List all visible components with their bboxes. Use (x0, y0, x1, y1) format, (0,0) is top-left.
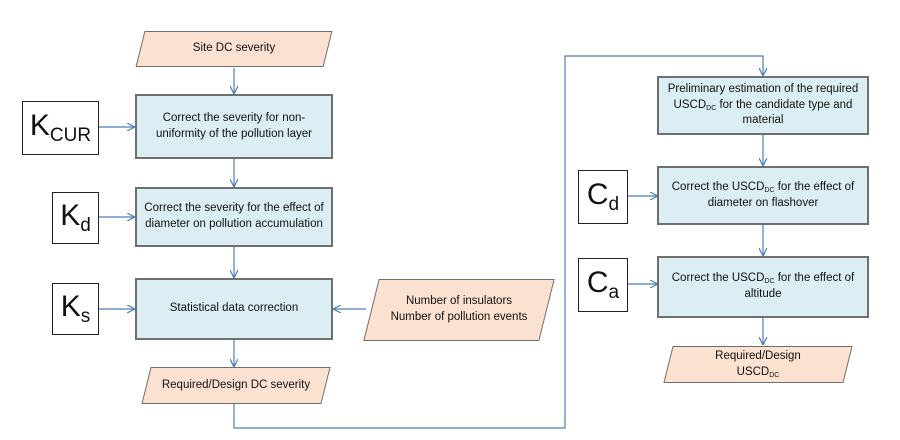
k-cur-factor-box: KCUR (22, 101, 99, 155)
c-d-symbol: C (586, 178, 609, 211)
required-design-uscd-text: USCD (736, 365, 770, 378)
prelim-text-subscript: DC (706, 104, 717, 112)
uscd-altitude-text-subscript: DC (764, 278, 775, 286)
k-cur-symbol: K (29, 109, 50, 142)
c-a-subscript: a (608, 282, 620, 303)
k-d-subscript: d (80, 215, 91, 236)
k-d-factor-box: Kd (52, 192, 99, 244)
k-s-factor-box: Ks (52, 283, 99, 335)
required-design-severity-node: Required/Design DC severity (141, 367, 331, 404)
site-severity-node: Site DC severity (135, 31, 333, 67)
correct-nonuniformity-node: Correct the severity for non-uniformity … (135, 94, 333, 159)
required-design-uscd-subscript: DC (769, 371, 780, 379)
uscd-diameter-text-subscript: DC (764, 186, 775, 194)
correct-diameter-label: Correct the severity for the effect of d… (144, 202, 324, 230)
k-s-subscript: s (80, 306, 91, 327)
k-s-symbol: K (60, 290, 81, 323)
uscd-diameter-text-end: for the effect of diameter on flashover (707, 180, 855, 209)
required-design-severity-label: Required/Design DC severity (161, 378, 311, 391)
correct-uscd-altitude-node: Correct the USCDDC for the effect of alt… (657, 256, 869, 318)
uscd-altitude-text-end: for the effect of altitude (744, 272, 855, 300)
statistical-correction-node: Statistical data correction (135, 278, 333, 340)
required-design-uscd-line1: Required/Design (715, 349, 801, 362)
uscd-altitude-text-start: Correct the USCD (671, 272, 765, 285)
site-severity-label: Site DC severity (192, 42, 276, 55)
c-a-symbol: C (586, 266, 609, 299)
required-design-uscd-node: Required/Design USCDDC (663, 346, 853, 383)
correct-diameter-node: Correct the severity for the effect of d… (135, 187, 333, 247)
uscd-diameter-text-start: Correct the USCD (671, 180, 765, 193)
k-d-symbol: K (60, 199, 81, 232)
prelim-text-start: Preliminary estimation of the required U… (667, 83, 859, 111)
arrow-link-to-right-column (233, 55, 763, 429)
c-d-factor-box: Cd (578, 170, 628, 224)
statistical-correction-label: Statistical data correction (169, 302, 299, 315)
preliminary-estimation-node: Preliminary estimation of the required U… (657, 76, 869, 135)
correct-uscd-diameter-node: Correct the USCDDC for the effect of dia… (657, 166, 869, 225)
k-cur-subscript: CUR (49, 125, 92, 146)
c-a-factor-box: Ca (578, 258, 628, 312)
number-of-insulators-label: Number of insulators (405, 295, 513, 308)
c-d-subscript: d (608, 194, 620, 215)
pollution-statistics-input-node: Number of insulators Number of pollution… (363, 279, 555, 341)
number-of-pollution-events-label: Number of pollution events (390, 311, 528, 323)
prelim-text-end: for the candidate type and material (716, 98, 853, 127)
correct-nonuniformity-label: Correct the severity for non-uniformity … (156, 111, 312, 140)
